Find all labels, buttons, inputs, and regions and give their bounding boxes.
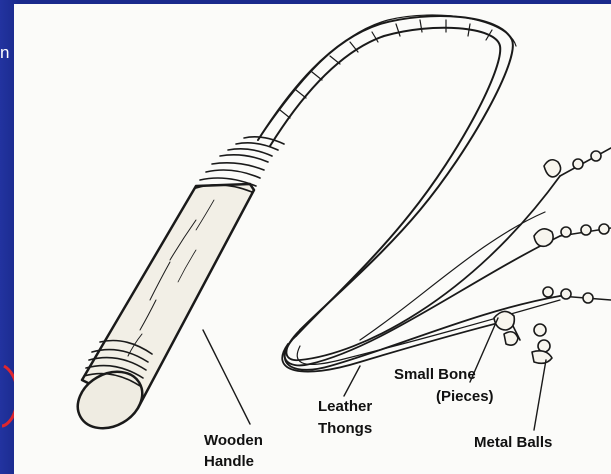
label-leather: Leather <box>318 398 372 416</box>
label-handle: Handle <box>204 453 254 471</box>
whip-illustration <box>14 4 611 474</box>
label-leader-lines <box>203 318 546 430</box>
label-metal-balls: Metal Balls <box>474 434 552 452</box>
label-pieces: (Pieces) <box>436 388 494 406</box>
leather-thongs <box>282 176 560 372</box>
braided-loop <box>258 15 516 336</box>
wooden-handle <box>68 184 254 440</box>
cropped-slide-text: n <box>0 44 10 61</box>
label-wooden: Wooden <box>204 432 263 450</box>
label-thongs: Thongs <box>318 420 372 438</box>
metal-balls <box>532 151 609 363</box>
label-small-bone: Small Bone <box>394 366 476 384</box>
